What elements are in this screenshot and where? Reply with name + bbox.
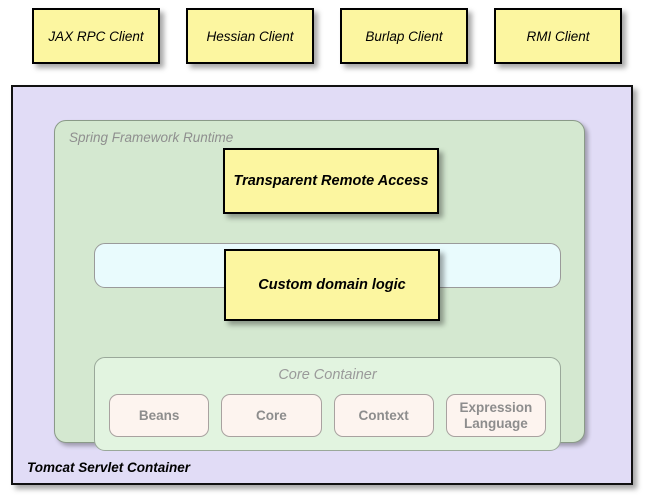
core-module-context[interactable]: Context <box>333 394 434 437</box>
spring-framework-runtime-label: Spring Framework Runtime <box>69 130 234 145</box>
feature-box-custom-domain-logic[interactable]: Custom domain logic <box>224 249 440 321</box>
client-label: JAX RPC Client <box>48 28 144 44</box>
core-module-label: Beans <box>138 407 180 423</box>
client-box-hessian[interactable]: Hessian Client <box>186 8 314 64</box>
core-module-core[interactable]: Core <box>221 394 322 437</box>
core-container-box: Core Container Beans Core Context Expres… <box>94 357 561 451</box>
tomcat-servlet-container: Tomcat Servlet Container Spring Framewor… <box>11 85 633 485</box>
core-module-label: Core <box>255 407 287 423</box>
feature-label: Custom domain logic <box>258 277 406 293</box>
feature-box-transparent-remote-access[interactable]: Transparent Remote Access <box>223 148 439 214</box>
client-box-burlap[interactable]: Burlap Client <box>340 8 468 64</box>
core-modules-row: Beans Core Context Expression Language <box>109 394 546 437</box>
core-container-title: Core Container <box>278 367 377 383</box>
core-module-label: Context <box>358 407 409 423</box>
core-module-label: Expression Language <box>459 399 533 431</box>
client-box-rmi[interactable]: RMI Client <box>494 8 622 64</box>
client-label: Hessian Client <box>206 28 294 44</box>
core-module-beans[interactable]: Beans <box>109 394 210 437</box>
core-module-expression-language[interactable]: Expression Language <box>445 394 546 437</box>
client-label: RMI Client <box>526 28 590 44</box>
tomcat-servlet-container-label: Tomcat Servlet Container <box>27 460 191 475</box>
client-label: Burlap Client <box>365 28 443 44</box>
client-box-jax-rpc[interactable]: JAX RPC Client <box>32 8 160 64</box>
feature-label: Transparent Remote Access <box>233 173 429 189</box>
